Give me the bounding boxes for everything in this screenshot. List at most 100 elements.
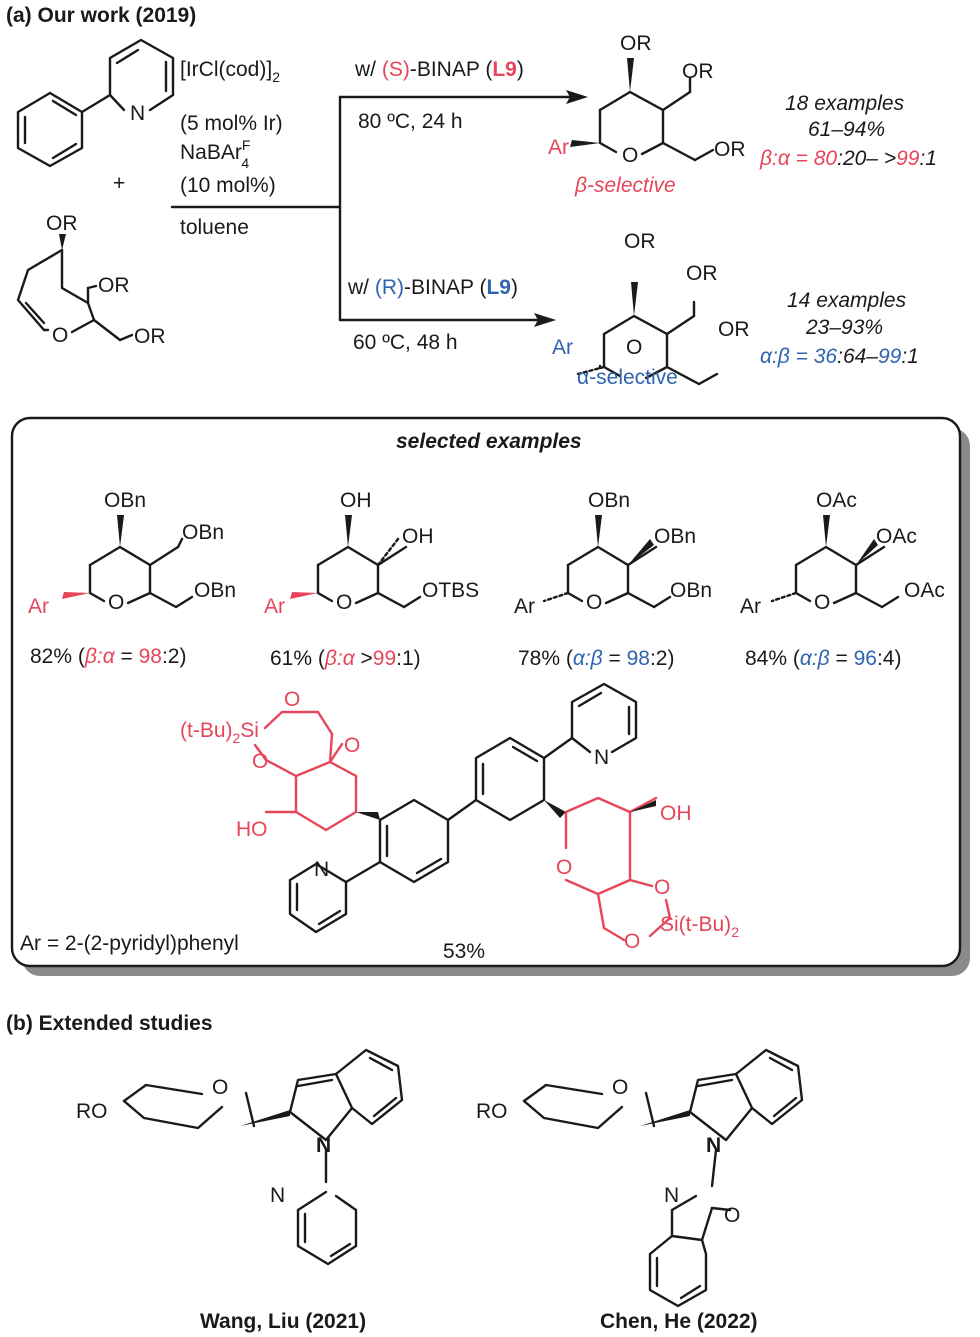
selected-examples-title: selected examples — [396, 430, 582, 453]
substrate-or-mid: OR — [98, 274, 130, 297]
dimer-o-2: O — [252, 750, 268, 773]
top-conditions: 80 ºC, 24 h — [358, 110, 463, 133]
example-4-label-mid: OAc — [876, 525, 917, 548]
example-1-label-side: OBn — [194, 579, 236, 602]
dimer-o-4: O — [556, 856, 572, 879]
dimer-n-left: N — [314, 858, 329, 881]
alpha-or-top: OR — [624, 230, 656, 253]
example-3-label-mid: OBn — [654, 525, 696, 548]
dimer-yield: 53% — [443, 940, 485, 963]
example-3-label-side: OBn — [670, 579, 712, 602]
study-1-n2: N — [270, 1184, 285, 1207]
study-2-o: O — [612, 1076, 628, 1099]
dimer-oh: OH — [660, 802, 692, 825]
beta-or-side: OR — [714, 138, 746, 161]
reaction-arrows — [170, 90, 588, 327]
alpha-ratio: α:β = 36:64–99:1 — [760, 345, 919, 368]
example-1-ar: Ar — [28, 595, 49, 618]
example-1-label-top: OBn — [104, 489, 146, 512]
example-1-label-mid: OBn — [182, 521, 224, 544]
dimer-ho: HO — [236, 818, 268, 841]
alpha-ar: Ar — [552, 336, 573, 359]
dimer-o-6: O — [624, 930, 640, 953]
study-2-ro: RO — [476, 1100, 508, 1123]
part-b-heading: (b) Extended studies — [6, 1012, 213, 1035]
example-3-ar: Ar — [514, 595, 535, 618]
example-1-yield: 82% (β:α = 98:2) — [30, 645, 186, 668]
phenylpyridine-structure: N — [16, 38, 175, 168]
dimer-structure: (t-Bu)2Si O O O HO N N — [180, 682, 739, 953]
substrate-ring-o: O — [52, 324, 68, 347]
dimer-n-right: N — [594, 746, 609, 769]
bottom-ligand-label: w/ (R)-BINAP (L9) — [347, 276, 518, 299]
study-2-o2: O — [724, 1204, 740, 1227]
alpha-product-structure: OR OR OR Ar O — [552, 230, 750, 386]
example-2-label-mid: OH — [402, 525, 434, 548]
example-3-structure: OBn OBn OBn Ar O — [514, 489, 712, 618]
study-2-author: Chen, He (2022) — [600, 1310, 758, 1333]
beta-product-structure: OR OR OR Ar O — [548, 32, 746, 167]
study-1-o: O — [212, 1076, 228, 1099]
example-3-yield: 78% (α:β = 98:2) — [518, 647, 674, 670]
alpha-selective-label: α-selective — [577, 366, 678, 389]
study-2-n2: N — [664, 1184, 679, 1207]
example-4-yield: 84% (α:β = 96:4) — [745, 647, 901, 670]
example-2-structure: OH OH OTBS Ar O — [264, 489, 479, 618]
example-2-label-side: OTBS — [422, 579, 479, 602]
pyridine-n-label: N — [130, 102, 145, 125]
beta-selective-label: β-selective — [574, 174, 676, 197]
study-1-ro: RO — [76, 1100, 108, 1123]
dimer-o-1: O — [284, 688, 300, 711]
glucal-substrate-structure: OR OR OR O — [16, 212, 166, 348]
example-4-structure: OAc OAc OAc Ar O — [740, 489, 945, 618]
beta-ar: Ar — [548, 136, 569, 159]
dimer-si-right: Si(t-Bu)2 — [660, 913, 739, 940]
example-2-ar: Ar — [264, 595, 285, 618]
bottom-conditions: 60 ºC, 48 h — [353, 331, 458, 354]
beta-yield: 61–94% — [808, 118, 885, 141]
example-3-ring-o: O — [586, 591, 602, 614]
study-1-n1: N — [316, 1134, 331, 1157]
example-1-ring-o: O — [108, 591, 124, 614]
salt-loading: (10 mol%) — [180, 174, 276, 197]
example-4-ring-o: O — [814, 591, 830, 614]
example-4-label-top: OAc — [816, 489, 857, 512]
dimer-o-3: O — [344, 734, 360, 757]
selected-examples-box: selected examples — [10, 416, 970, 976]
example-2-yield: 61% (β:α >99:1) — [270, 647, 421, 670]
beta-or-top: OR — [620, 32, 652, 55]
study-2-n1: N — [706, 1134, 721, 1157]
study-2-structure: RO O N N O — [476, 1048, 804, 1308]
example-2-label-top: OH — [340, 489, 372, 512]
study-1-structure: RO O N N — [76, 1048, 404, 1266]
example-1-structure: OBn OBn OBn Ar O — [28, 489, 236, 618]
alpha-or-mid: OR — [686, 262, 718, 285]
beta-examples: 18 examples — [785, 92, 905, 115]
alpha-yield: 23–93% — [805, 316, 883, 339]
example-4-ar: Ar — [740, 595, 761, 618]
catalyst-loading: (5 mol% Ir) — [180, 112, 283, 135]
part-a-heading: (a) Our work (2019) — [6, 4, 196, 27]
example-2-ring-o: O — [336, 591, 352, 614]
substrate-or-side: OR — [134, 325, 166, 348]
plus-sign: + — [113, 172, 125, 195]
beta-ring-o: O — [622, 144, 638, 167]
dimer-o-5: O — [654, 876, 670, 899]
beta-or-mid: OR — [682, 60, 714, 83]
beta-ratio: β:α = 80:20– >99:1 — [759, 147, 937, 170]
dimer-si-left: (t-Bu)2Si — [180, 719, 259, 746]
alpha-ring-o: O — [626, 336, 642, 359]
alpha-examples: 14 examples — [787, 289, 907, 312]
substrate-or-top: OR — [46, 212, 78, 235]
example-3-label-top: OBn — [588, 489, 630, 512]
example-4-label-side: OAc — [904, 579, 945, 602]
solvent-label: toluene — [180, 216, 249, 239]
alpha-or-side: OR — [718, 318, 750, 341]
top-ligand-label: w/ (S)-BINAP (L9) — [354, 58, 524, 81]
study-1-author: Wang, Liu (2021) — [200, 1310, 366, 1333]
catalyst-label: [IrCl(cod)]2 — [180, 58, 280, 85]
ar-definition: Ar = 2-(2-pyridyl)phenyl — [20, 932, 239, 955]
